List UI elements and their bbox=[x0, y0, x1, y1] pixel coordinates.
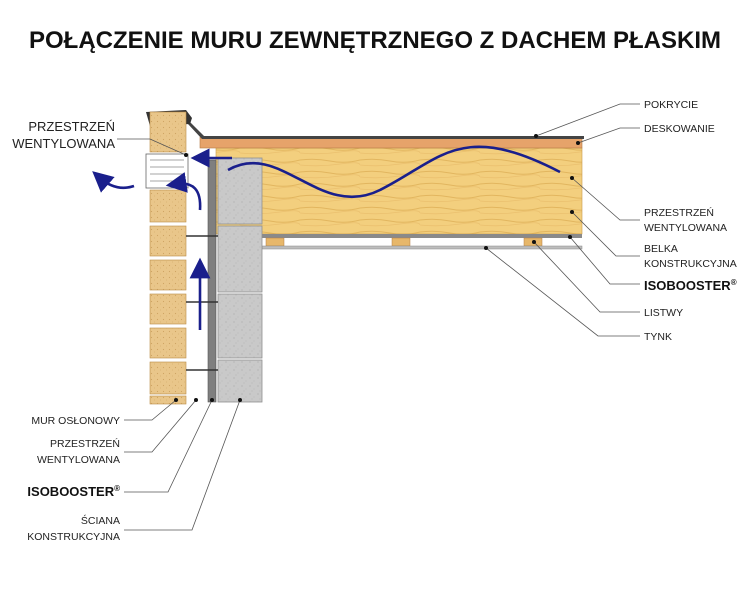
structural-beam bbox=[215, 147, 583, 235]
label-sciana-line2: KONSTRUKCYJNA bbox=[27, 531, 120, 543]
ceiling-plaster bbox=[261, 245, 583, 250]
label-deskowanie: DESKOWANIE bbox=[644, 123, 715, 135]
label-mur: MUR OSŁONOWY bbox=[31, 415, 120, 427]
isobooster-wall-layer bbox=[207, 159, 217, 403]
label-wall-vent-line2: WENTYLOWANA bbox=[37, 454, 120, 466]
top-vent-label-line2: WENTYLOWANA bbox=[12, 136, 115, 151]
top-vent-label-line1: PRZESTRZEŃ bbox=[28, 119, 115, 134]
airflow-exit-arrow bbox=[92, 171, 135, 193]
page-title: POŁĄCZENIE MURU ZEWNĘTRZNEGO Z DACHEM PŁ… bbox=[29, 27, 721, 54]
batten bbox=[265, 237, 285, 247]
batten bbox=[391, 237, 411, 247]
isobooster-roof-layer bbox=[262, 234, 582, 238]
label-wall-vent-line1: PRZESTRZEŃ bbox=[50, 437, 120, 450]
label-tynk: TYNK bbox=[644, 331, 672, 343]
label-isobooster-right: ISOBOOSTER® bbox=[644, 278, 737, 293]
airflow-turn-arrow bbox=[165, 172, 202, 211]
label-belka-line2: KONSTRUKCYJNA bbox=[644, 258, 737, 270]
label-listwy: LISTWY bbox=[644, 307, 683, 319]
label-roof-vent-line1: PRZESTRZEŃ bbox=[644, 206, 714, 219]
label-isobooster-left: ISOBOOSTER® bbox=[27, 484, 120, 499]
label-pokrycie: POKRYCIE bbox=[644, 99, 698, 111]
veneer-brick-wall bbox=[149, 111, 187, 405]
roofing-membrane bbox=[188, 122, 584, 139]
label-sciana-line1: ŚCIANA bbox=[81, 514, 120, 527]
label-belka-line1: BELKA bbox=[644, 243, 678, 255]
roof-airflow-wave bbox=[227, 145, 561, 198]
label-roof-vent-line2: WENTYLOWANA bbox=[644, 222, 727, 234]
structural-wall bbox=[217, 157, 263, 403]
